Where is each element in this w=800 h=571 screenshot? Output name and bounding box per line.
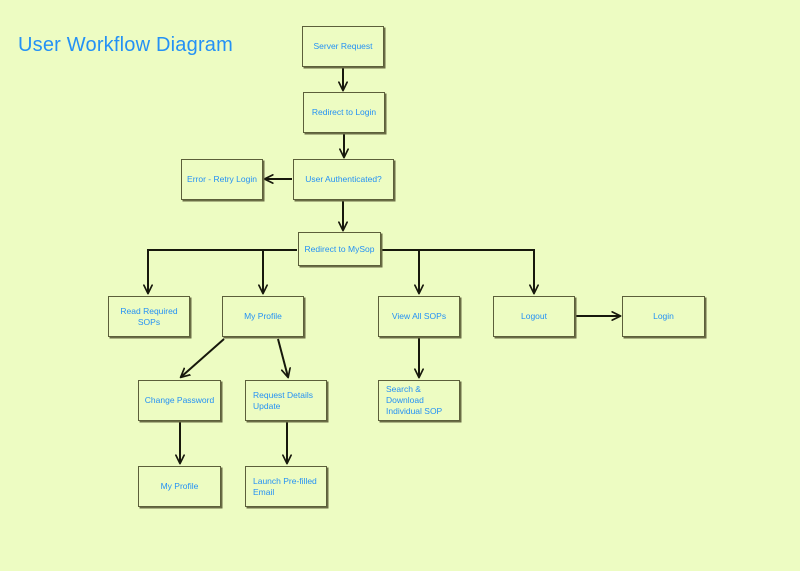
- node-server-request[interactable]: Server Request: [302, 26, 384, 67]
- node-label: Request Details Update: [253, 389, 314, 411]
- node-label: Read Required SOPs: [120, 305, 178, 327]
- node-label: View All SOPs: [391, 311, 447, 321]
- node-read-required-sops[interactable]: Read Required SOPs: [108, 296, 190, 337]
- node-error-retry-login[interactable]: Error - Retry Login: [181, 159, 263, 200]
- node-redirect-to-mysop[interactable]: Redirect to MySop: [298, 232, 381, 266]
- node-launch-prefilled-email[interactable]: Launch Pre-filled Email: [245, 466, 327, 507]
- node-view-all-sops[interactable]: View All SOPs: [378, 296, 460, 337]
- node-label: My Profile: [160, 481, 199, 491]
- node-redirect-to-login[interactable]: Redirect to Login: [303, 92, 385, 133]
- node-label: Login: [653, 311, 674, 321]
- edge-mysop-bus-right: [382, 249, 534, 293]
- node-my-profile-2[interactable]: My Profile: [138, 466, 221, 507]
- node-user-authenticated[interactable]: User Authenticated?: [293, 159, 394, 200]
- page-title: User Workflow Diagram: [18, 34, 233, 56]
- node-label: Server Request: [313, 41, 373, 51]
- edge-mysop-bus-left: [148, 249, 297, 293]
- node-label: Change Password: [144, 395, 215, 405]
- node-label: Redirect to Login: [311, 107, 377, 117]
- edge-myprofile-to-changepass: [181, 338, 225, 377]
- node-search-download-sop[interactable]: Search & Download Individual SOP: [378, 380, 460, 421]
- node-label: Redirect to MySop: [304, 243, 375, 254]
- node-label: My Profile: [244, 311, 282, 321]
- node-login[interactable]: Login: [622, 296, 705, 337]
- node-label: Error - Retry Login: [187, 174, 257, 184]
- edge-myprofile-to-reqdetails: [277, 338, 288, 377]
- node-request-details-update[interactable]: Request Details Update: [245, 380, 327, 421]
- node-change-password[interactable]: Change Password: [138, 380, 221, 421]
- node-my-profile[interactable]: My Profile: [222, 296, 304, 337]
- node-label: Search & Download Individual SOP: [386, 384, 443, 416]
- node-label: User Authenticated?: [305, 174, 382, 184]
- node-logout[interactable]: Logout: [493, 296, 575, 337]
- node-label: Logout: [521, 311, 547, 321]
- node-label: Launch Pre-filled Email: [253, 475, 317, 497]
